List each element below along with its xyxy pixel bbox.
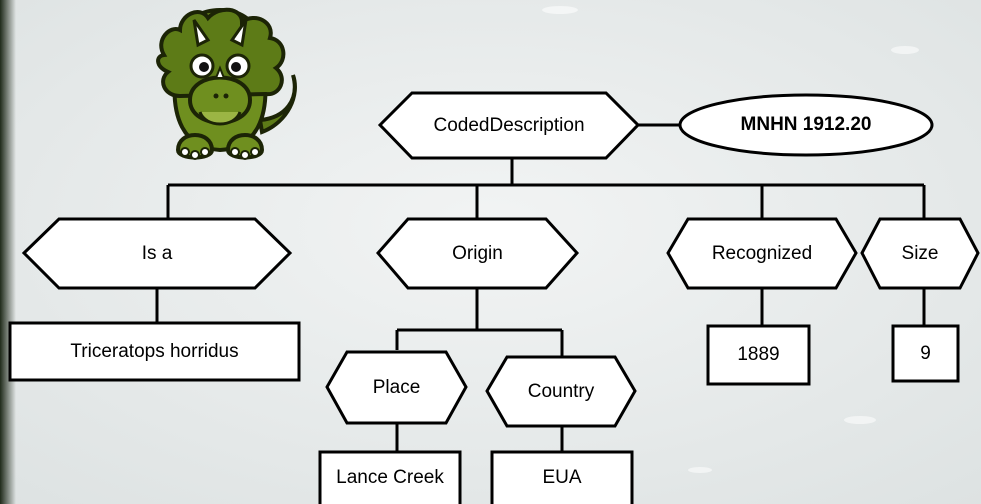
node-recognized-shape <box>666 217 858 290</box>
value-triceratops-shape <box>8 321 301 382</box>
value-lance-creek-shape <box>318 450 462 504</box>
connectors <box>155 123 926 452</box>
node-country-shape <box>485 355 637 428</box>
value-eua-shape <box>490 450 634 504</box>
node-size-shape <box>860 217 980 290</box>
value-1889-shape <box>706 324 811 386</box>
value-9-shape <box>891 324 960 383</box>
node-is-a-shape <box>21 217 293 290</box>
node-origin-shape <box>376 217 580 290</box>
specimen-id-shape <box>678 93 934 157</box>
node-place-shape <box>325 350 468 425</box>
triceratops-icon <box>156 7 297 160</box>
nodes <box>8 91 980 504</box>
node-coded-description-shape <box>377 91 641 160</box>
